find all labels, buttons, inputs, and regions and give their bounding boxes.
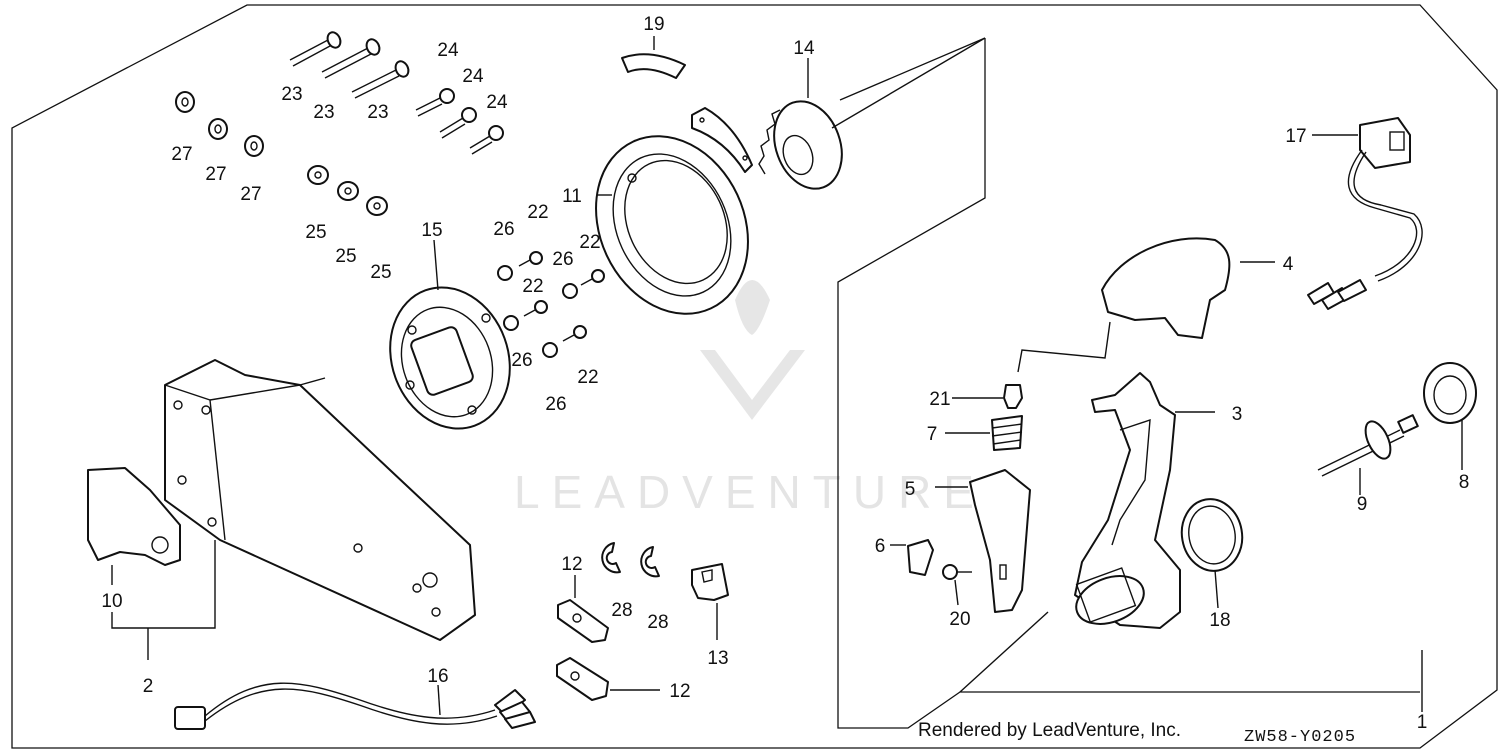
callout-1: 1 bbox=[1417, 712, 1428, 733]
screw-24a bbox=[415, 88, 455, 117]
friction-plate bbox=[691, 107, 753, 173]
washer-27c bbox=[244, 135, 264, 157]
rim-ring bbox=[595, 135, 749, 315]
nut-25b bbox=[337, 181, 359, 201]
callout-24b: 24 bbox=[462, 66, 484, 87]
screw-22c bbox=[523, 300, 548, 317]
callout-25a: 25 bbox=[305, 222, 326, 243]
callout-13: 13 bbox=[707, 648, 728, 669]
callout-22b: 22 bbox=[579, 232, 600, 253]
cover-plate bbox=[87, 467, 181, 566]
bolt-23a bbox=[289, 31, 342, 67]
block-13 bbox=[691, 563, 729, 601]
detent-gear bbox=[758, 100, 843, 190]
nut-25a bbox=[307, 165, 329, 185]
callout-12a: 12 bbox=[561, 554, 582, 575]
callout-23c: 23 bbox=[367, 102, 388, 123]
callout-16: 16 bbox=[427, 666, 448, 687]
callout-6: 6 bbox=[875, 536, 886, 557]
left-assembly-frame bbox=[11, 4, 1498, 749]
control-box-housing bbox=[164, 359, 476, 641]
callout-25c: 25 bbox=[370, 262, 391, 283]
screw-22a bbox=[518, 251, 543, 267]
bolt-23c bbox=[351, 60, 410, 99]
watermark-text: LEADVENTURE bbox=[514, 466, 986, 518]
clip-28a bbox=[601, 542, 621, 574]
callout-26b: 26 bbox=[552, 249, 573, 270]
callout-15: 15 bbox=[421, 220, 442, 241]
wire-harness bbox=[174, 682, 536, 730]
screw-22d bbox=[562, 325, 587, 342]
callout-7: 7 bbox=[927, 424, 938, 445]
callout-27b: 27 bbox=[205, 164, 226, 185]
link-12a bbox=[557, 599, 609, 643]
callout-26c: 26 bbox=[511, 350, 532, 371]
control-lever bbox=[1074, 372, 1181, 629]
lock-washer-26b bbox=[562, 283, 578, 299]
callout-3: 3 bbox=[1232, 404, 1243, 425]
washer-27a bbox=[175, 91, 195, 113]
lock-washer-26c bbox=[503, 315, 519, 331]
lever-cover bbox=[1101, 237, 1231, 339]
callout-28b: 28 bbox=[647, 612, 668, 633]
rubber-block bbox=[907, 539, 934, 576]
callout-19: 19 bbox=[643, 14, 664, 35]
watermark-logo bbox=[700, 280, 805, 420]
washer-27b bbox=[208, 118, 228, 140]
o-ring bbox=[1180, 498, 1244, 572]
nut-25c bbox=[366, 196, 388, 216]
callout-22a: 22 bbox=[527, 202, 548, 223]
callout-23b: 23 bbox=[313, 102, 334, 123]
callout-21: 21 bbox=[929, 389, 950, 410]
rendered-by-text: Rendered by LeadVenture, Inc. bbox=[918, 720, 1181, 741]
callout-28a: 28 bbox=[611, 600, 632, 621]
callout-9: 9 bbox=[1357, 494, 1368, 515]
callout-26a: 26 bbox=[493, 219, 514, 240]
spring-plate bbox=[621, 53, 686, 79]
callout-4: 4 bbox=[1283, 254, 1294, 275]
end-cap bbox=[1423, 362, 1477, 424]
neutral-lock-lever bbox=[969, 469, 1031, 613]
callout-26d: 26 bbox=[545, 394, 566, 415]
callout-5: 5 bbox=[905, 479, 916, 500]
callout-23a: 23 bbox=[281, 84, 302, 105]
pivot-shaft bbox=[1317, 414, 1419, 477]
clip-28b bbox=[640, 546, 660, 578]
diagram-code: ZW58-Y0205 bbox=[1244, 728, 1356, 747]
screw-24b bbox=[439, 107, 477, 139]
callout-11: 11 bbox=[562, 186, 582, 207]
callout-24a: 24 bbox=[437, 40, 459, 61]
callout-10: 10 bbox=[101, 591, 122, 612]
lock-washer-26a bbox=[497, 265, 513, 281]
callout-27c: 27 bbox=[240, 184, 261, 205]
callout-12b: 12 bbox=[669, 681, 690, 702]
neutral-switch bbox=[1307, 117, 1423, 310]
callout-17: 17 bbox=[1285, 126, 1306, 147]
mounting-flange bbox=[389, 286, 511, 430]
callout-24c: 24 bbox=[486, 92, 508, 113]
callout-18: 18 bbox=[1209, 610, 1230, 631]
callout-22d: 22 bbox=[577, 367, 598, 388]
knob-21 bbox=[1003, 384, 1023, 409]
screw-22b bbox=[580, 269, 605, 286]
spring-7 bbox=[991, 415, 1023, 451]
callout-27a: 27 bbox=[171, 144, 192, 165]
link-12b bbox=[556, 657, 609, 701]
lock-washer-26d bbox=[542, 342, 558, 358]
bolt-23b bbox=[321, 38, 381, 79]
frame-link bbox=[839, 37, 986, 101]
callout-14: 14 bbox=[793, 38, 815, 59]
callout-22c: 22 bbox=[522, 276, 543, 297]
callout-8: 8 bbox=[1459, 472, 1470, 493]
callout-20: 20 bbox=[949, 609, 970, 630]
leader-lines bbox=[433, 36, 1463, 716]
screw-24c bbox=[469, 125, 504, 155]
callout-2: 2 bbox=[143, 676, 154, 697]
screw-20 bbox=[942, 564, 972, 580]
callout-25b: 25 bbox=[335, 246, 356, 267]
